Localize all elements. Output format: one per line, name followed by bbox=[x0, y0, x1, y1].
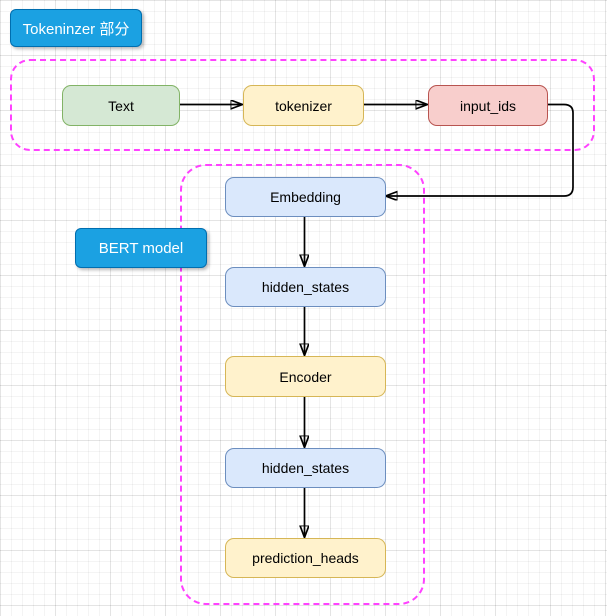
tokenizer-section-container bbox=[10, 59, 595, 151]
node-input-ids: input_ids bbox=[428, 85, 548, 126]
node-hidden-states-1: hidden_states bbox=[225, 267, 386, 307]
node-text: Text bbox=[62, 85, 180, 126]
node-hidden-states-2: hidden_states bbox=[225, 448, 386, 488]
node-prediction-heads: prediction_heads bbox=[225, 538, 386, 578]
bert-model-container bbox=[180, 164, 425, 605]
bert-model-label: BERT model bbox=[75, 228, 207, 268]
node-embedding: Embedding bbox=[225, 177, 386, 217]
node-tokenizer: tokenizer bbox=[243, 85, 364, 126]
tokenizer-section-label: Tokeninzer 部分 bbox=[10, 9, 142, 47]
node-encoder: Encoder bbox=[225, 356, 386, 397]
